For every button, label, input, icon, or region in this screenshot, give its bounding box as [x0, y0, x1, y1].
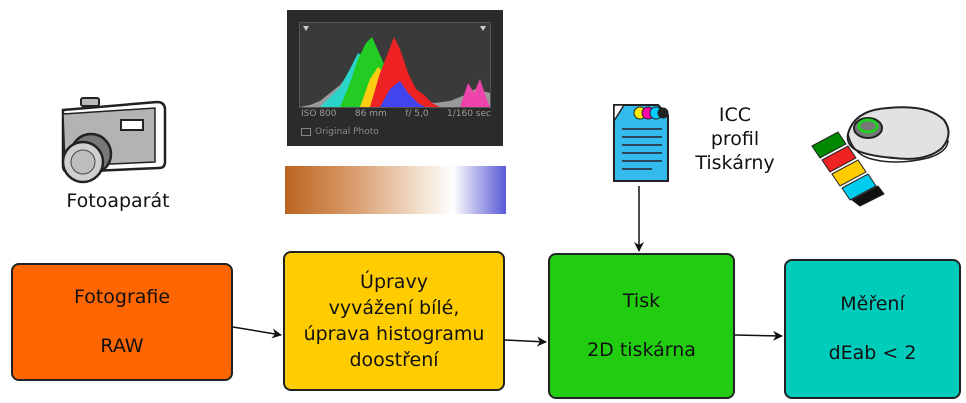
box-measurement-sub: dEab < 2	[828, 342, 917, 364]
icc-line-1: ICC	[718, 104, 752, 126]
box-photo-raw: Fotografie RAW	[11, 263, 233, 381]
focal-value: 86 mm	[354, 109, 387, 119]
camera-icon	[61, 97, 167, 184]
color-patches-icon	[811, 131, 885, 207]
box-print-sub: 2D tiskárna	[587, 339, 696, 361]
box-measurement-title: Měření	[840, 292, 905, 315]
box-adjustments-line-4: doostření	[349, 349, 439, 372]
triangle-icon	[480, 26, 486, 31]
aperture-value: f/ 5,0	[405, 109, 429, 119]
box-photo-raw-sub: RAW	[100, 335, 144, 357]
icc-line-3: Tiskárny	[695, 151, 775, 174]
colorimeter-icon	[811, 106, 950, 207]
iso-value: ISO 800	[301, 109, 337, 119]
box-measurement: Měření dEab < 2	[784, 259, 961, 399]
box-adjustments: Úpravy vyvážení bílé, úprava histogramu …	[283, 251, 505, 391]
histogram-chart	[299, 22, 491, 108]
box-print: Tisk 2D tiskárna	[548, 253, 735, 399]
histogram-info: ISO 800 86 mm f/ 5,0 1/160 sec	[301, 109, 491, 119]
arrow-edit-to-print	[504, 336, 547, 347]
box-adjustments-line-3: úprava histogramu	[303, 323, 485, 345]
camera-label: Fotoaparát	[66, 190, 170, 212]
histogram-panel: ISO 800 86 mm f/ 5,0 1/160 sec Original …	[287, 10, 503, 146]
box-adjustments-line-1: Úpravy	[360, 270, 428, 293]
arrow-print-to-measure	[734, 330, 783, 341]
box-photo-raw-title: Fotografie	[73, 285, 171, 308]
document-icon	[613, 104, 669, 182]
box-adjustments-line-2: vyvážení bílé,	[328, 296, 460, 319]
original-photo-label: Original Photo	[301, 127, 379, 137]
box-print-title: Tisk	[622, 289, 661, 312]
checkbox-icon	[301, 127, 311, 136]
icc-line-2: profil	[710, 127, 760, 150]
triangle-icon	[303, 26, 309, 31]
shutter-value: 1/160 sec	[447, 109, 491, 119]
arrow-raw-to-edit	[232, 326, 282, 339]
white-balance-gradient	[285, 166, 506, 214]
icc-label: ICC profil Tiskárny	[680, 104, 790, 175]
